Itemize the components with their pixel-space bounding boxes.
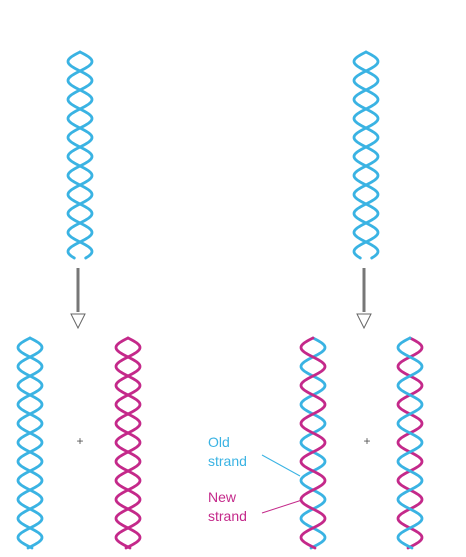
old-strand-label-line1: Old: [208, 434, 230, 450]
right-daughter-helix-1-strand-b: [299, 336, 327, 550]
left-new-daughter-helix-strand-a: [114, 336, 142, 550]
left-arrowhead: [70, 313, 86, 330]
right-parent-helix-strand-b: [352, 50, 380, 260]
right-down-arrow: [356, 268, 372, 330]
left-new-daughter-helix-strand-b: [114, 336, 142, 550]
left-parent-helix-strand-b: [66, 50, 94, 260]
right-daughter-helix-2-strand-b: [396, 336, 424, 550]
old-strand-label-line2: strand: [208, 453, 247, 469]
new-strand-label-line2: strand: [208, 508, 247, 524]
new-strand-leader-line: [261, 499, 303, 514]
left-plus-sign: +: [76, 434, 83, 448]
left-old-daughter-helix-strand-a: [16, 336, 44, 550]
old-strand-label: Old strand: [208, 434, 247, 469]
helices-group: [16, 50, 424, 550]
right-daughter-helix-2-strand-a: [396, 336, 424, 550]
right-daughter-helix-1-strand-a: [299, 336, 327, 550]
new-strand-label: New strand: [208, 489, 247, 524]
right-arrowhead: [356, 313, 372, 330]
new-strand-label-line1: New: [208, 489, 237, 505]
left-old-daughter-helix-strand-b: [16, 336, 44, 550]
right-plus-sign: +: [363, 434, 370, 448]
old-strand-leader-line: [261, 454, 301, 477]
left-down-arrow: [70, 268, 86, 330]
